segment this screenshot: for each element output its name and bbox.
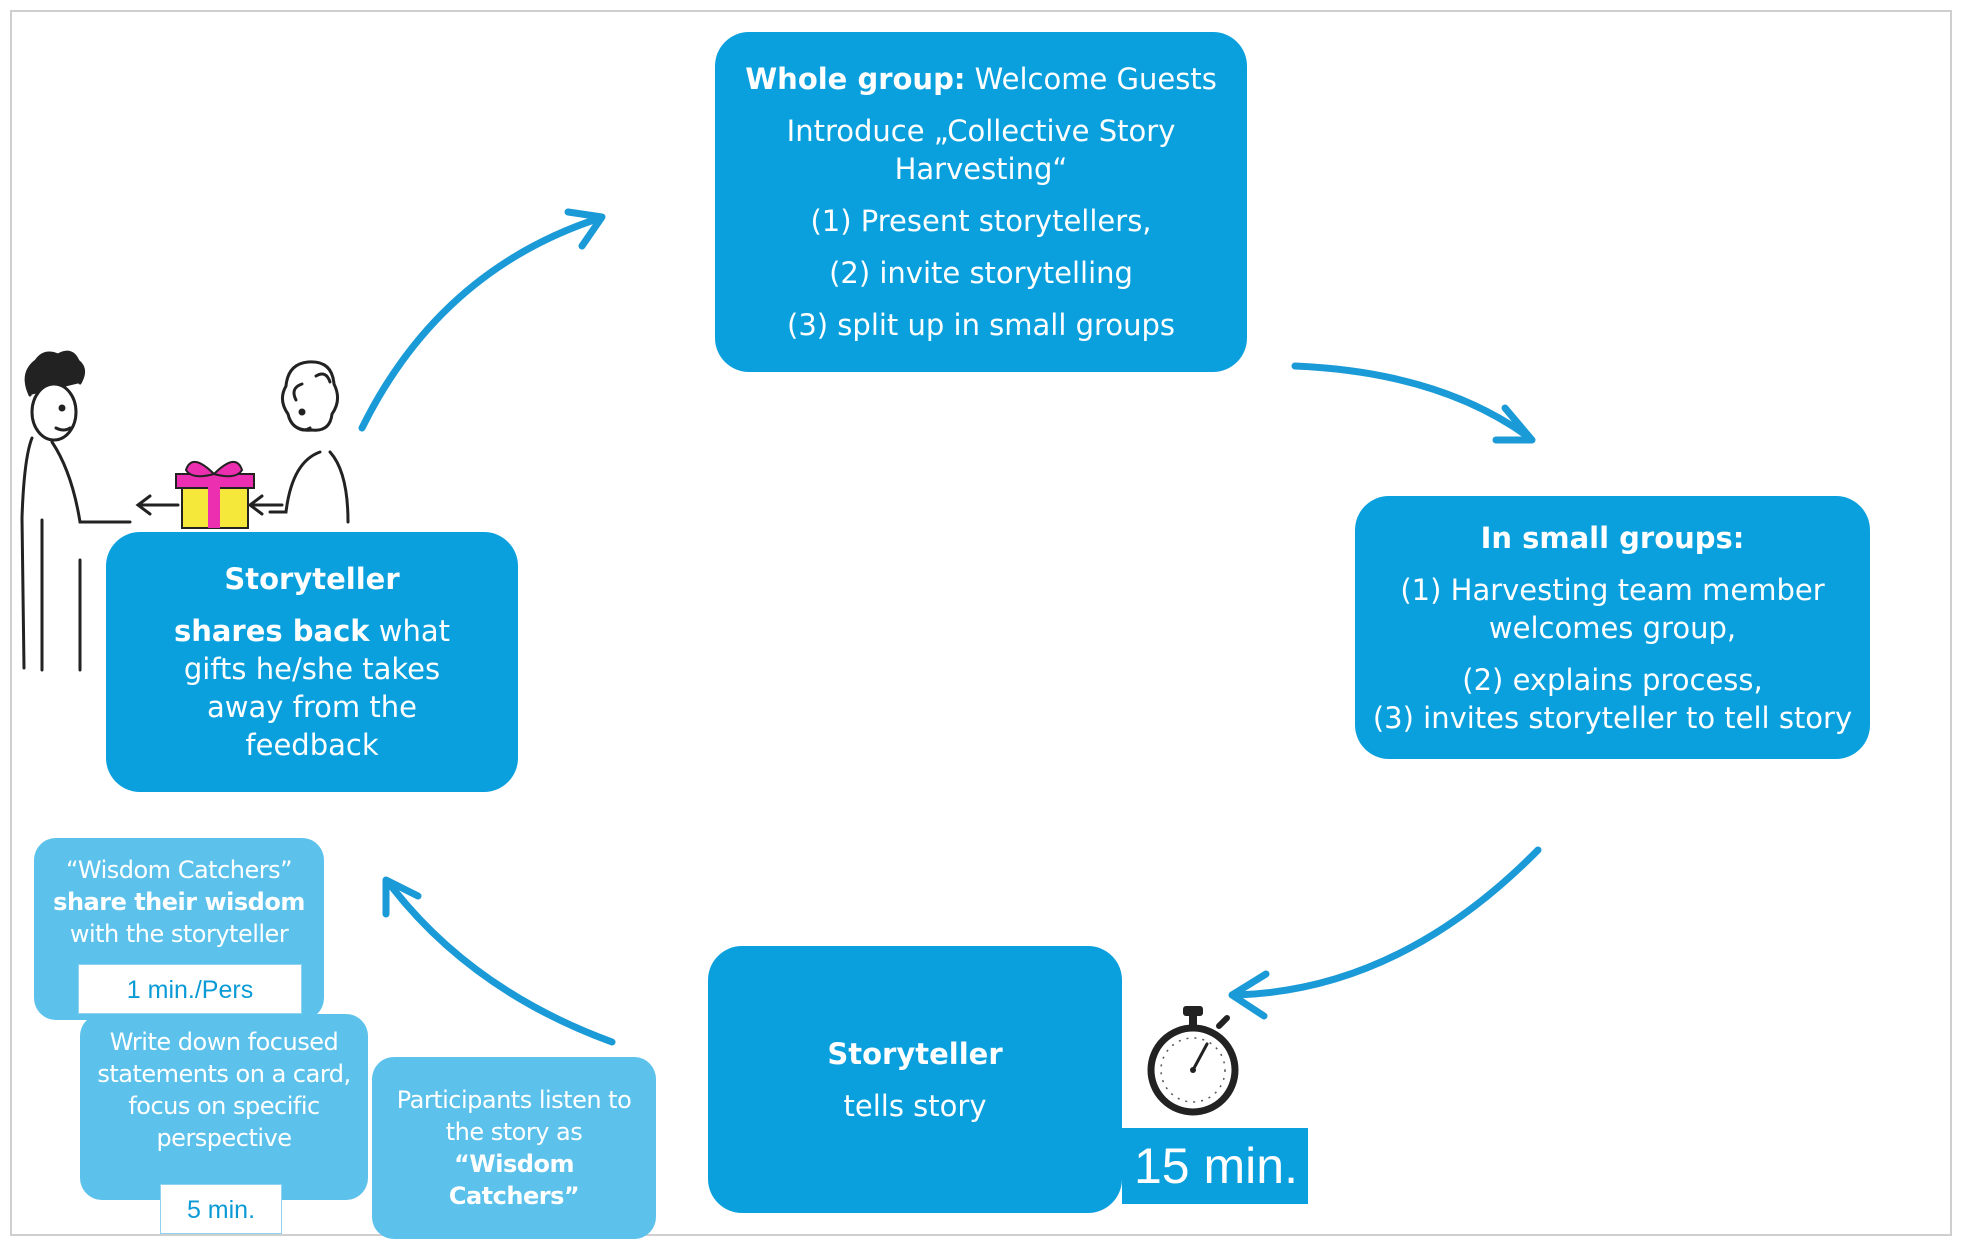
arrow-right-to-bottom — [1232, 846, 1542, 999]
arrow-head — [1492, 404, 1536, 444]
storyteller-tells-box: Storyteller tells story — [708, 946, 1122, 1213]
arrow-head — [1228, 970, 1270, 1020]
wisdom-time-tag: 1 min./Pers — [78, 964, 302, 1014]
write-down-text: Write down focused statements on a card,… — [97, 1028, 351, 1152]
storyteller-shares-title: Storyteller — [224, 562, 400, 596]
whole-group-box: Whole group: Welcome Guests Introduce „C… — [715, 32, 1247, 372]
arrow-top-to-right — [1291, 362, 1534, 442]
present-storytellers-line: (1) Present storytellers, — [810, 204, 1152, 238]
whole-group-line: Whole group: Welcome Guests — [745, 62, 1217, 96]
stopwatch-icon — [1147, 1006, 1239, 1116]
wisdom-catchers-line: “Wisdom Catchers” — [65, 856, 293, 884]
welcomes-group-line: (1) Harvesting team member welcomes grou… — [1400, 572, 1825, 645]
duration-15-min-label: 15 min. — [1122, 1128, 1308, 1204]
with-storyteller-line: with the storyteller — [69, 920, 289, 948]
arrow-left-to-top — [358, 214, 604, 432]
arrow-head — [382, 876, 422, 918]
small-groups-title: In small groups: — [1480, 520, 1745, 555]
gift-exchange-icon — [20, 350, 350, 672]
split-groups-line: (3) split up in small groups — [787, 308, 1175, 342]
participants-listen-box: Participants listen to the story as“Wisd… — [372, 1057, 656, 1239]
storyteller-title: Storyteller — [827, 1036, 1003, 1071]
explains-process-line: (2) explains process,(3) invites storyte… — [1372, 662, 1853, 735]
participants-listen-text: Participants listen to the story as“Wisd… — [396, 1086, 632, 1210]
write-down-box: Write down focused statements on a card,… — [80, 1014, 368, 1200]
introduce-line: Introduce „Collective Story Harvesting“ — [786, 114, 1176, 186]
share-wisdom-line: share their wisdom — [53, 888, 305, 916]
invite-storytelling-line: (2) invite storytelling — [829, 256, 1133, 290]
tells-story-text: tells story — [843, 1088, 987, 1123]
small-groups-box: In small groups: (1) Harvesting team mem… — [1355, 496, 1870, 759]
gift-icon — [175, 461, 255, 529]
arrow-head — [564, 208, 606, 250]
storyteller-shares-box: Storyteller shares back what gifts he/sh… — [106, 532, 518, 792]
write-down-time-tag: 5 min. — [160, 1184, 282, 1234]
arrow-bottom-to-left — [384, 878, 616, 1046]
shares-back-text: shares back what gifts he/she takes away… — [173, 614, 451, 762]
